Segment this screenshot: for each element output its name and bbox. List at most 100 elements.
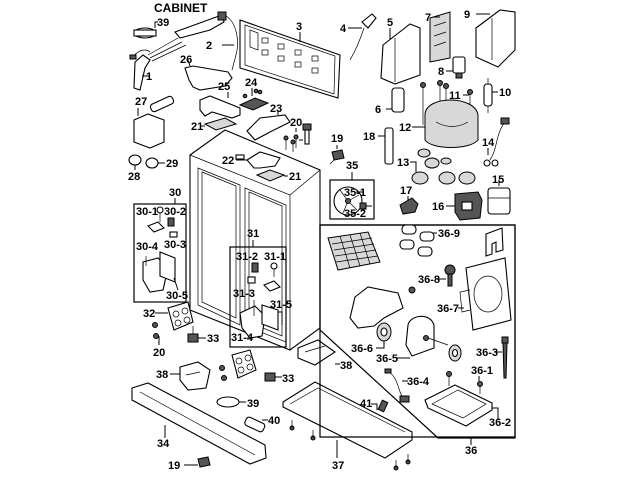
part-dryer-10 xyxy=(483,78,493,113)
part-hinge-30-4 xyxy=(142,251,176,293)
label-31-5: 31-5 xyxy=(270,299,292,311)
label-31-1: 31-1 xyxy=(264,251,286,263)
part-bracket-23 xyxy=(246,114,291,141)
label-40: 40 xyxy=(268,415,280,427)
part-nut-29 xyxy=(145,157,159,169)
label-27: 27 xyxy=(135,96,147,108)
group-box-36-outline xyxy=(319,224,516,439)
part-hinge-25 xyxy=(199,95,241,119)
label-32: 32 xyxy=(143,308,155,320)
group-box-30 xyxy=(133,203,187,303)
label-20b: 20 xyxy=(153,347,165,359)
label-37: 37 xyxy=(332,460,344,472)
label-38b: 38 xyxy=(340,360,352,372)
part-plate-24 xyxy=(238,88,270,111)
part-screws-20 xyxy=(283,134,299,152)
part-nut-31-3 xyxy=(247,276,256,284)
part-fan-blade-35-1 xyxy=(333,186,363,216)
label-36-3: 36-3 xyxy=(476,347,498,359)
part-wire-2 xyxy=(225,15,238,71)
part-bolt xyxy=(302,123,312,145)
part-overload-15 xyxy=(487,187,511,215)
label-25: 25 xyxy=(218,81,230,93)
label-6: 6 xyxy=(375,104,381,116)
label-33: 33 xyxy=(207,333,219,345)
part-ring-36-5b xyxy=(448,344,462,362)
part-base-cover-34 xyxy=(131,382,267,465)
part-leveler-33b xyxy=(264,372,276,382)
label-10: 10 xyxy=(499,87,511,99)
part-sensor-8 xyxy=(452,56,466,79)
label-4: 4 xyxy=(340,23,347,35)
part-power-cord-4 xyxy=(349,13,377,61)
label-20: 20 xyxy=(290,117,302,129)
part-motor-36-5 xyxy=(405,315,449,357)
part-capacitor-6 xyxy=(391,87,405,113)
label-22: 22 xyxy=(222,155,234,167)
part-spring-31-2 xyxy=(251,262,259,273)
part-sensor-36-4 xyxy=(384,368,410,403)
part-nut-30-3 xyxy=(169,231,178,238)
part-valve-27 xyxy=(133,95,175,149)
part-relay-16 xyxy=(454,191,483,221)
label-14: 14 xyxy=(482,137,495,149)
part-hinge-31-4 xyxy=(239,300,279,339)
part-holder-1 xyxy=(133,54,151,91)
label-36: 36 xyxy=(465,445,477,457)
part-base-plate-37 xyxy=(282,381,413,471)
label-36-4: 36-4 xyxy=(407,376,430,388)
part-washer-31 xyxy=(263,280,281,292)
part-hinge-22 xyxy=(246,151,281,169)
part-bracket-32 xyxy=(167,301,194,331)
diagram-title: CABINET xyxy=(154,1,208,15)
label-31: 31 xyxy=(247,228,259,240)
part-clamp-39 xyxy=(133,27,157,39)
label-18: 18 xyxy=(363,131,375,143)
part-cable-tie-36-3 xyxy=(501,336,509,379)
label-9: 9 xyxy=(464,9,470,21)
part-bracket-38a xyxy=(179,361,211,391)
part-screw-19 xyxy=(329,149,345,165)
part-screw-41 xyxy=(377,399,389,413)
label-26: 26 xyxy=(180,54,192,66)
part-nut-28 xyxy=(128,154,142,166)
label-36-6: 36-6 xyxy=(351,343,373,355)
label-41: 41 xyxy=(360,398,372,410)
label-30-3: 30-3 xyxy=(164,239,186,251)
label-34: 34 xyxy=(157,438,170,450)
label-30: 30 xyxy=(169,187,181,199)
part-cover-5 xyxy=(380,23,421,85)
label-31-4: 31-4 xyxy=(231,332,254,344)
label-31-3: 31-3 xyxy=(233,288,255,300)
part-shroud-36-7 xyxy=(459,257,512,331)
label-12: 12 xyxy=(399,122,411,134)
label-23: 23 xyxy=(270,103,282,115)
part-cover-9 xyxy=(475,9,516,68)
label-36-8: 36-8 xyxy=(418,274,440,286)
label-16: 16 xyxy=(432,201,444,213)
label-24: 24 xyxy=(245,77,258,89)
part-caps-36-9 xyxy=(399,224,435,257)
label-19: 19 xyxy=(331,133,343,145)
label-19b: 19 xyxy=(168,460,180,472)
label-38a: 38 xyxy=(156,369,168,381)
part-bracket-lower xyxy=(219,349,257,381)
label-39: 39 xyxy=(157,17,169,29)
part-gasket-21 xyxy=(203,117,238,131)
label-36-2: 36-2 xyxy=(489,417,511,429)
label-21b: 21 xyxy=(289,171,301,183)
label-17: 17 xyxy=(400,185,412,197)
part-screw-19b xyxy=(197,456,211,468)
part-bracket-38b xyxy=(297,339,336,366)
label-30-2: 30-2 xyxy=(164,206,186,218)
label-30-4: 30-4 xyxy=(136,241,159,253)
part-control-panel-3 xyxy=(239,19,341,99)
part-motor-cover xyxy=(349,286,416,329)
part-spring-30-2 xyxy=(167,217,175,227)
label-1: 1 xyxy=(146,71,152,83)
label-35-1: 35-1 xyxy=(344,187,366,199)
part-screws-36-1 xyxy=(446,371,483,394)
part-screws-20b xyxy=(152,322,159,339)
part-pcb-7 xyxy=(429,11,451,63)
